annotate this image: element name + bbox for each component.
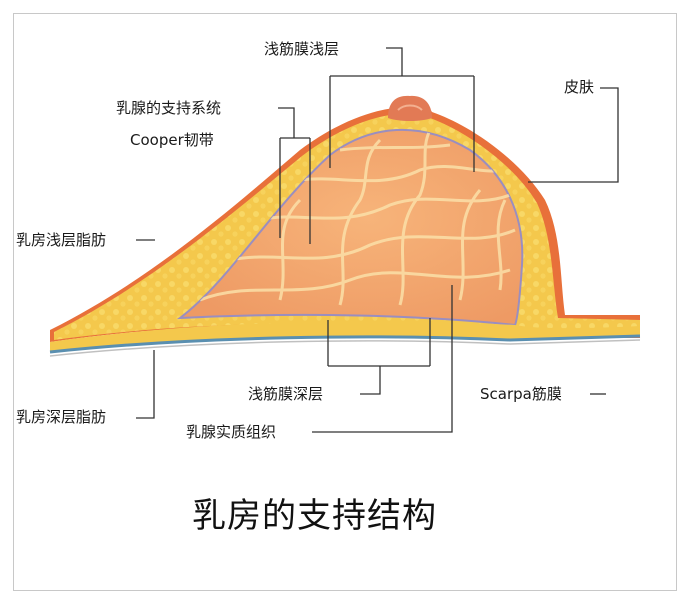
label-support-system: 乳腺的支持系统 xyxy=(116,99,222,117)
label-deep-fat: 乳房深层脂肪 xyxy=(16,408,107,426)
diagram-title: 乳房的支持结构 xyxy=(192,496,437,536)
label-superficial-fascia: 浅筋膜浅层 xyxy=(264,40,340,58)
gland-texture xyxy=(199,129,516,306)
label-skin: 皮肤 xyxy=(564,78,595,96)
label-parenchyma: 乳腺实质组织 xyxy=(186,423,277,441)
nipple xyxy=(388,95,432,121)
label-superficial-fat: 乳房浅层脂肪 xyxy=(16,231,107,249)
label-cooper-ligament: Cooper韧带 xyxy=(130,131,214,149)
deep-fascia-line xyxy=(49,334,641,354)
label-scarpa-fascia: Scarpa筋膜 xyxy=(480,385,562,403)
leader-lines xyxy=(136,47,619,433)
label-deep-fascia: 浅筋膜深层 xyxy=(248,385,324,403)
